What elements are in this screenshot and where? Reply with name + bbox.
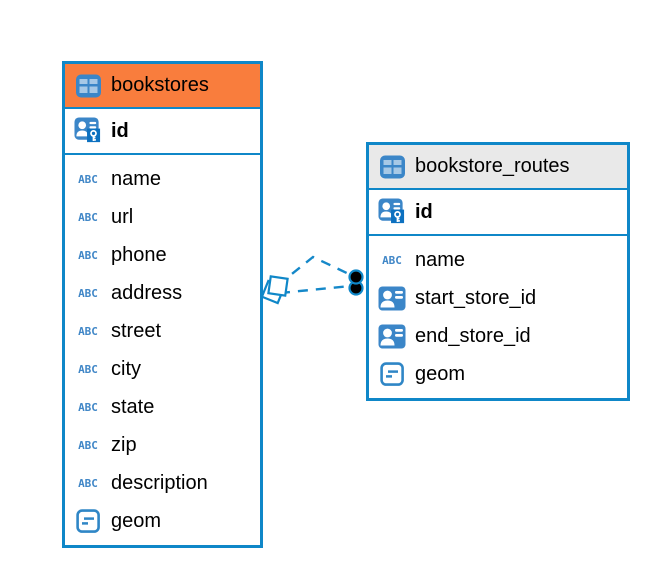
column-name: city	[111, 357, 141, 380]
table-header[interactable]: bookstore_routes	[369, 145, 627, 190]
table-icon	[74, 73, 102, 99]
text-type-icon: ABC	[78, 248, 98, 262]
text-type-icon: ABC	[78, 476, 98, 490]
column-name: end_store_id	[415, 324, 531, 347]
column-name: street	[111, 319, 162, 342]
table-icon	[378, 154, 406, 180]
primary-key-row[interactable]: id	[65, 109, 260, 155]
primary-key-row[interactable]: id	[369, 190, 627, 236]
text-type-icon: ABC	[78, 400, 98, 414]
column-row[interactable]: ABC zip	[65, 426, 260, 464]
reference-type-icon	[378, 324, 406, 349]
text-type-icon: ABC	[78, 286, 98, 300]
column-row[interactable]: ABC url	[65, 198, 260, 236]
column-name: name	[415, 248, 466, 271]
column-row[interactable]: ABC state	[65, 388, 260, 426]
table-header[interactable]: bookstores	[65, 64, 260, 109]
text-type-icon: ABC	[78, 324, 98, 338]
column-name: geom	[415, 362, 466, 385]
primary-key-name: id	[415, 200, 433, 223]
relation-target-dot-marker	[348, 280, 364, 296]
table-name: bookstores	[111, 74, 209, 96]
column-row[interactable]: ABC phone	[65, 236, 260, 274]
text-type-icon: ABC	[382, 253, 402, 267]
column-name: state	[111, 395, 155, 418]
relation-line-end_store_id[interactable]	[279, 284, 352, 295]
text-type-icon: ABC	[78, 172, 98, 186]
primary-key-icon	[74, 116, 102, 147]
column-row[interactable]: ABC name	[369, 241, 627, 279]
text-type-icon: ABC	[78, 362, 98, 376]
column-row[interactable]: ABC name	[65, 160, 260, 198]
columns-list: ABC name start_store_id end_store_id geom	[369, 236, 627, 398]
column-name: start_store_id	[415, 286, 537, 309]
geometry-type-icon	[378, 361, 406, 387]
column-name: address	[111, 281, 183, 304]
column-name: description	[111, 471, 208, 494]
primary-key-icon	[378, 197, 406, 228]
column-row[interactable]: ABC street	[65, 312, 260, 350]
column-row[interactable]: start_store_id	[369, 279, 627, 317]
reference-type-icon	[378, 286, 406, 311]
column-row[interactable]: geom	[369, 355, 627, 393]
table-name: bookstore_routes	[415, 155, 570, 177]
column-row[interactable]: ABC address	[65, 274, 260, 312]
column-row[interactable]: ABC city	[65, 350, 260, 388]
relation-source-diamond-marker	[267, 275, 289, 297]
text-type-icon: ABC	[78, 210, 98, 224]
primary-key-name: id	[111, 119, 129, 142]
text-type-icon: ABC	[78, 438, 98, 452]
column-name: name	[111, 167, 162, 190]
column-name: url	[111, 205, 134, 228]
entity-table-bookstore_routes[interactable]: bookstore_routes id ABC name start_store_…	[366, 142, 630, 401]
column-row[interactable]: geom	[65, 502, 260, 540]
column-name: geom	[111, 509, 162, 532]
relation-source-diamond-marker	[260, 279, 286, 305]
column-name: zip	[111, 433, 137, 456]
column-row[interactable]: ABC description	[65, 464, 260, 502]
geometry-type-icon	[74, 508, 102, 534]
column-name: phone	[111, 243, 167, 266]
relation-target-dot-marker	[348, 269, 364, 285]
relation-line-start_store_id[interactable]	[277, 255, 352, 286]
column-row[interactable]: end_store_id	[369, 317, 627, 355]
